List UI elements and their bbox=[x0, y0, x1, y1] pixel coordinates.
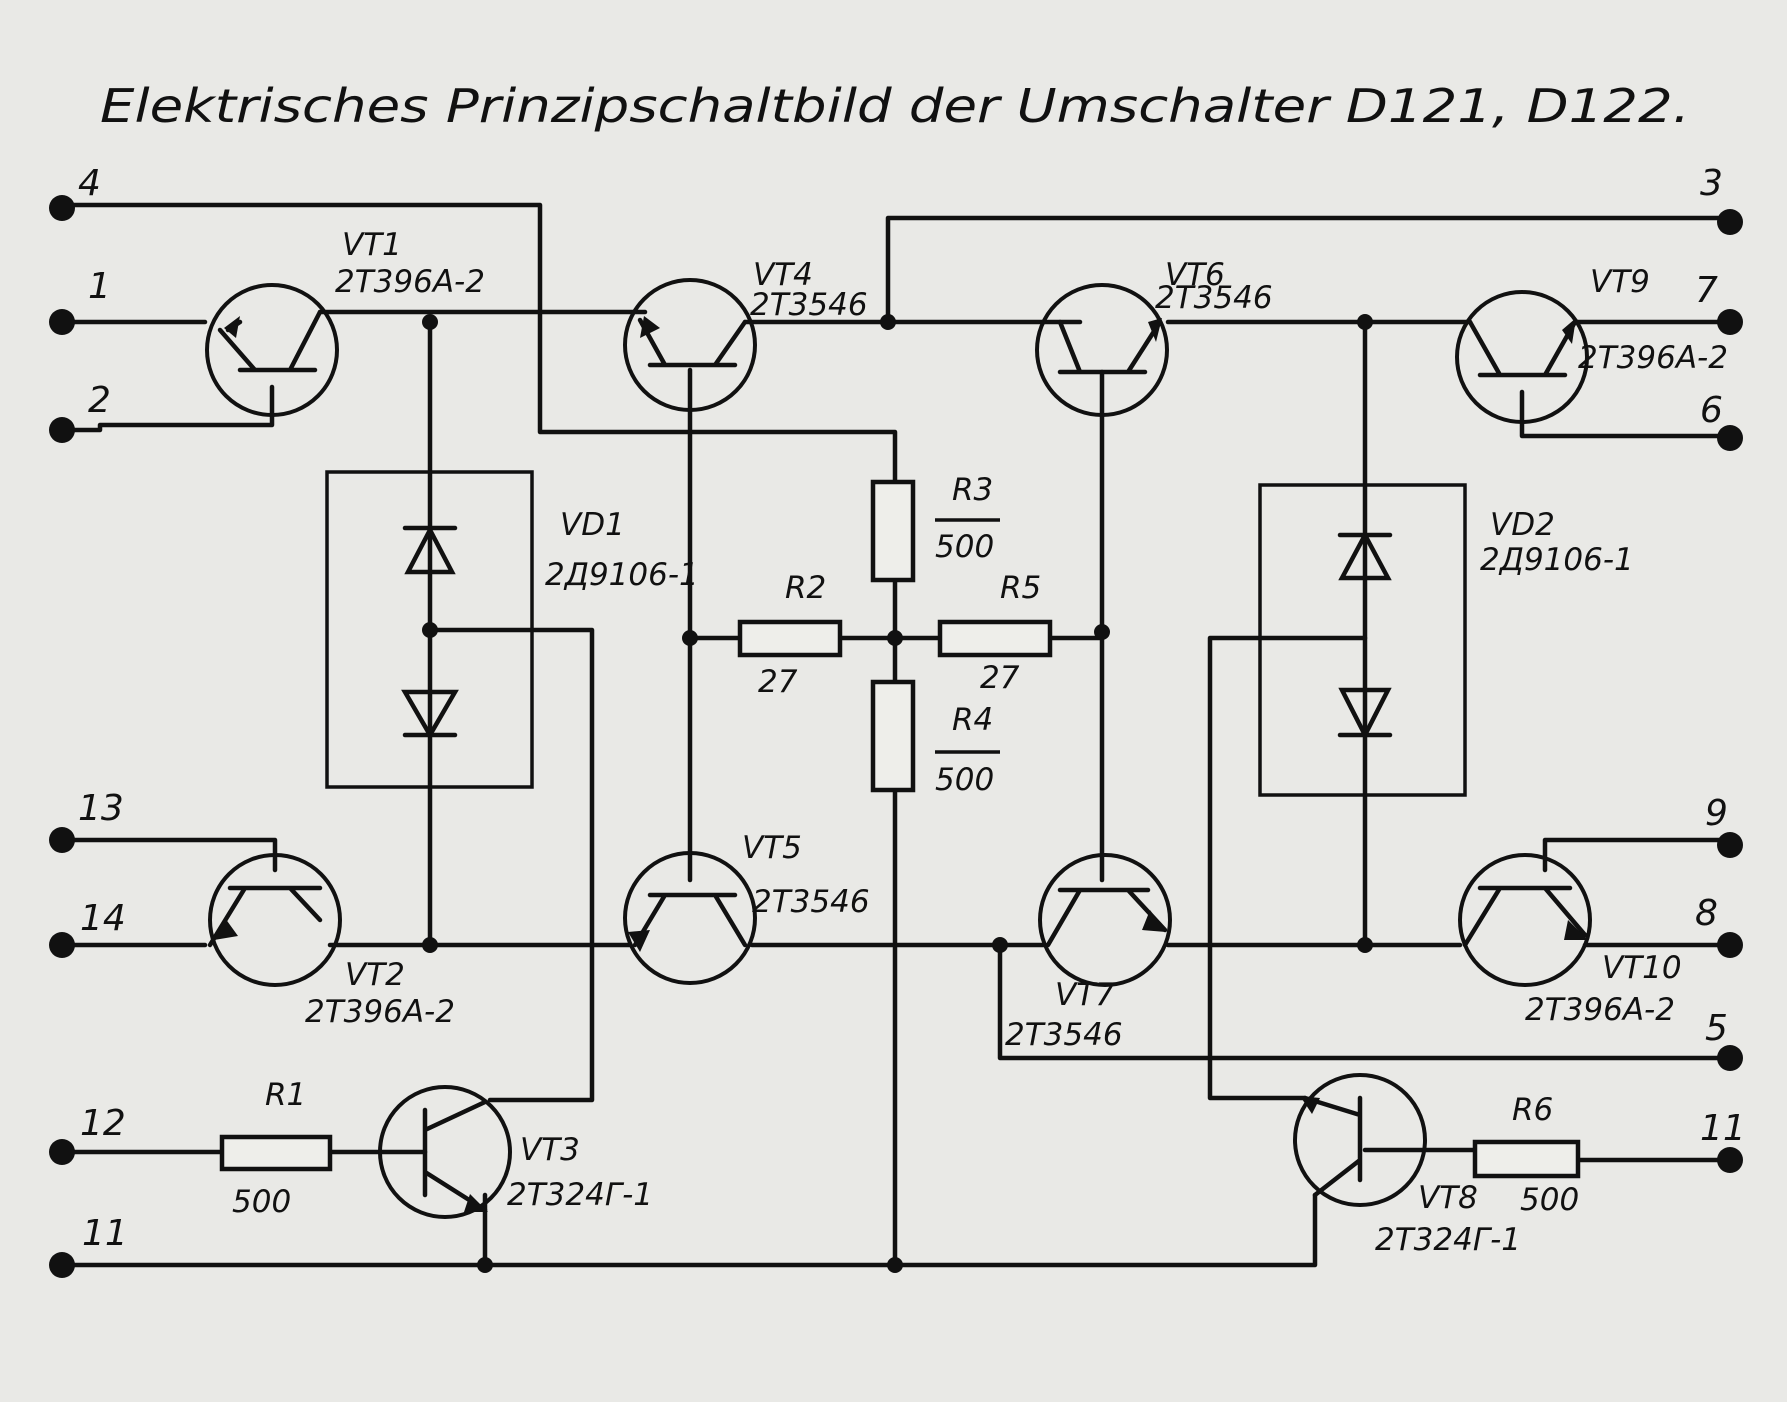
terminal-7-label: 7 bbox=[1695, 270, 1718, 311]
vd2-ref: VD2 bbox=[1490, 507, 1555, 543]
resistor-r5 bbox=[937, 619, 1053, 658]
vt2-ref: VT2 bbox=[345, 957, 405, 993]
r1-ref: R1 bbox=[265, 1077, 306, 1113]
resistor-r3 bbox=[870, 479, 916, 583]
r6-value: 500 bbox=[1520, 1182, 1579, 1218]
vt3-ref: VT3 bbox=[520, 1132, 580, 1168]
r5-ref: R5 bbox=[1000, 570, 1041, 606]
vt5-ref: VT5 bbox=[742, 830, 802, 866]
diode-vd2-upper bbox=[1337, 530, 1393, 581]
transistor-vt4 bbox=[623, 278, 757, 412]
r2-value: 27 bbox=[758, 664, 798, 700]
vd1-ref: VD1 bbox=[560, 507, 625, 543]
diode-vd1-lower bbox=[401, 689, 459, 740]
vd2-package-outline bbox=[1258, 483, 1467, 797]
transistor-vt1 bbox=[205, 283, 339, 417]
vt9-type: 2T396A-2 bbox=[1578, 340, 1728, 376]
r4-value: 500 bbox=[935, 762, 994, 798]
resistor-r6 bbox=[1472, 1139, 1581, 1179]
transistor-vt6 bbox=[1035, 283, 1169, 417]
vt7-ref: VT7 bbox=[1055, 977, 1115, 1013]
vt7-type: 2T3546 bbox=[1005, 1017, 1123, 1053]
terminal-10-label: 11 bbox=[1700, 1108, 1746, 1149]
vt4-ref: VT4 bbox=[753, 257, 813, 293]
diode-vd2-lower bbox=[1337, 687, 1393, 740]
transistor-vt3 bbox=[378, 1085, 512, 1219]
r2-ref: R2 bbox=[785, 570, 826, 606]
terminal-2-label: 2 bbox=[88, 380, 111, 421]
r1-value: 500 bbox=[232, 1184, 291, 1220]
vd1-type: 2Д9106-1 bbox=[545, 557, 699, 593]
r4-ref: R4 bbox=[952, 702, 993, 738]
vt2-type: 2T396A-2 bbox=[305, 994, 455, 1030]
transistor-vt7 bbox=[1038, 853, 1172, 987]
vt9-ref: VT9 bbox=[1590, 264, 1650, 300]
transistor-vt2 bbox=[207, 853, 342, 987]
vd2-type: 2Д9106-1 bbox=[1480, 542, 1634, 578]
vt1-ref: VT1 bbox=[342, 227, 402, 263]
terminal-8-label: 8 bbox=[1695, 893, 1718, 934]
resistor-r2 bbox=[737, 619, 843, 658]
terminal-11-label: 11 bbox=[82, 1213, 128, 1254]
vt8-type: 2T324Г-1 bbox=[1375, 1222, 1521, 1258]
vd1-package-outline bbox=[325, 470, 534, 789]
vt10-type: 2T396A-2 bbox=[1525, 992, 1675, 1028]
vt8-ref: VT8 bbox=[1418, 1180, 1478, 1216]
transistor-vt5 bbox=[623, 851, 757, 985]
resistor-r4 bbox=[870, 679, 916, 793]
terminal-dots bbox=[49, 195, 1743, 1278]
transistor-vt8 bbox=[1293, 1073, 1427, 1207]
resistor-r1 bbox=[219, 1134, 333, 1172]
vt10-ref: VT10 bbox=[1602, 950, 1682, 986]
vt4-type: 2T3546 bbox=[750, 287, 868, 323]
vt3-type: 2T324Г-1 bbox=[507, 1177, 653, 1213]
vt5-type: 2T3546 bbox=[752, 884, 870, 920]
terminal-3-label: 3 bbox=[1700, 163, 1723, 204]
junction-dots bbox=[422, 314, 1373, 1273]
diode-vd1-upper bbox=[402, 525, 458, 575]
r5-value: 27 bbox=[980, 660, 1020, 696]
vt1-type: 2T396A-2 bbox=[335, 264, 485, 300]
r3-value: 500 bbox=[935, 529, 994, 565]
terminal-9-label: 9 bbox=[1705, 793, 1728, 834]
vt6-type: 2T3546 bbox=[1155, 280, 1273, 316]
vt6-ref: VT6 bbox=[1165, 257, 1225, 293]
terminal-4-label: 4 bbox=[78, 163, 101, 204]
terminal-14-label: 14 bbox=[80, 898, 126, 939]
transistor-vt9 bbox=[1455, 290, 1589, 424]
terminal-6-label: 6 bbox=[1700, 390, 1723, 431]
terminal-12-label: 12 bbox=[80, 1103, 126, 1144]
terminal-13-label: 13 bbox=[78, 788, 124, 829]
diagram-title: Elektrisches Prinzipschaltbild der Umsch… bbox=[100, 79, 1690, 133]
r6-ref: R6 bbox=[1512, 1092, 1553, 1128]
r3-ref: R3 bbox=[952, 472, 993, 508]
transistor-vt10 bbox=[1458, 853, 1592, 987]
terminal-5-label: 5 bbox=[1705, 1008, 1728, 1049]
terminal-1-label: 1 bbox=[88, 266, 111, 307]
